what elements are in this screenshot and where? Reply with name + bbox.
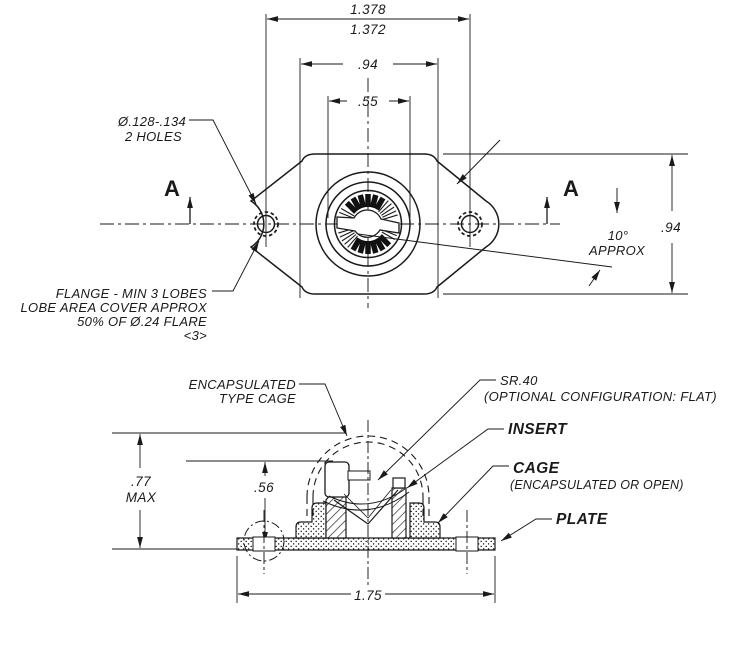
- section-centerlines: [263, 420, 468, 588]
- encapsulated-note-line2: TYPE CAGE: [219, 391, 296, 406]
- boss-circles: [315, 171, 421, 277]
- section-arrows: [187, 197, 550, 224]
- plate-section: [236, 537, 496, 551]
- dim-max-height-value: .77: [131, 474, 151, 489]
- insert-bore-top: [347, 470, 371, 481]
- encapsulated-note-line1: ENCAPSULATED: [189, 377, 296, 392]
- boss-inner-circle: [325, 181, 411, 267]
- dim-insert-width: .55: [358, 94, 378, 109]
- insert-bore: [336, 209, 400, 238]
- holes-note-leader: [189, 119, 257, 205]
- insert-wall-left: [325, 493, 347, 539]
- flange-note-line1: FLANGE - MIN 3 LOBES: [56, 286, 207, 301]
- cage-leader: [437, 465, 509, 524]
- dim-insert-height: .56: [254, 480, 274, 495]
- sr-note-line1: SR.40: [500, 373, 538, 388]
- encapsulated-note-leader: [299, 383, 348, 437]
- angle-reference-line: [357, 233, 613, 268]
- insert-serrations: [338, 194, 398, 254]
- section-view: [112, 379, 552, 603]
- chamfer-leader: [456, 139, 501, 185]
- section-dimension-lines: [137, 434, 494, 597]
- angle-note-line2: APPROX: [588, 243, 646, 258]
- dim-hole-spacing-upper: 1.378: [350, 2, 386, 17]
- plate-label: PLATE: [556, 511, 608, 528]
- top-view-dimension-lines: [267, 16, 675, 293]
- flange-note-line4: <3>: [184, 328, 207, 343]
- dim-hole-spacing-lower: 1.372: [350, 22, 386, 37]
- flange-note-line2: LOBE AREA COVER APPROX: [21, 300, 209, 315]
- insert-outer-circle: [333, 189, 403, 259]
- sr-note-line2: (OPTIONAL CONFIGURATION: FLAT): [484, 389, 717, 404]
- top-view: [100, 14, 688, 308]
- cage-note: (ENCAPSULATED OR OPEN): [510, 478, 684, 492]
- angle-dimension-arrows: [588, 188, 620, 287]
- dim-plate-width: 1.75: [354, 588, 382, 603]
- rivet-hole-left: [253, 211, 279, 237]
- holes-note-line2: 2 HOLES: [124, 129, 182, 144]
- insert-wall-cap: [392, 477, 406, 489]
- section-letter-left: A: [164, 176, 180, 201]
- section-letter-right: A: [563, 176, 579, 201]
- insert-label: INSERT: [508, 421, 568, 438]
- cage-label: CAGE: [513, 460, 560, 477]
- insert-top-tab: [324, 461, 350, 498]
- sr-note-leader: [377, 379, 496, 481]
- top-view-centerlines: [100, 78, 560, 308]
- top-view-leaders: [189, 119, 501, 292]
- flange-note-line3: 50% OF Ø.24 FLARE: [77, 314, 207, 329]
- insert-leader: [406, 428, 504, 489]
- plate-leader: [500, 518, 552, 542]
- rivet-hole-right: [457, 211, 483, 237]
- section-leaders: [299, 379, 552, 542]
- insert-seat: [322, 488, 410, 525]
- dim-boss-width: .94: [358, 57, 378, 72]
- holes-note-line1: Ø.128-.134: [117, 114, 186, 129]
- section-extension-lines: [112, 432, 496, 603]
- angle-note-line1: 10°: [608, 228, 629, 243]
- cage-foot-right: [409, 502, 441, 539]
- dim-plate-height: .94: [661, 220, 681, 235]
- top-view-extension-lines: [265, 14, 688, 298]
- drawing-text: 1.378 1.372 .94 .55 .94 Ø.128-.134 2 HOL…: [21, 2, 717, 603]
- dim-max-height-qualifier: MAX: [126, 490, 157, 505]
- flange-note-leader: [212, 240, 260, 292]
- boss-outer-circle: [315, 171, 421, 277]
- cage-foot-left: [295, 502, 327, 539]
